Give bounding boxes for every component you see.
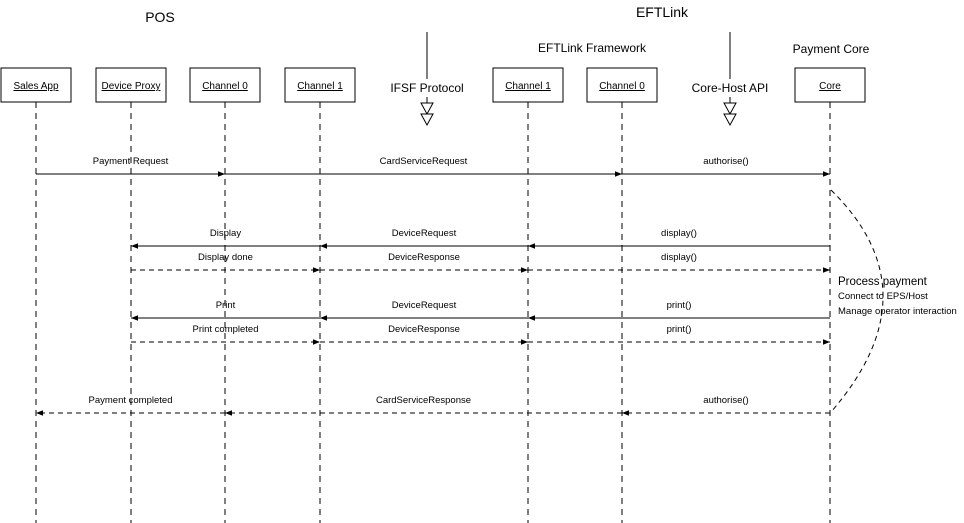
eft-channel-1-label: Channel 1 — [505, 81, 551, 92]
print-completed-label: Print completed — [192, 324, 258, 335]
device-response-display-label: DeviceResponse — [388, 252, 460, 263]
payment-request-label: Payment Request — [93, 156, 169, 167]
note-title: Process payment — [838, 276, 928, 288]
core-label: Core — [819, 81, 841, 92]
ifsf-protocol-label: IFSF Protocol — [390, 81, 463, 95]
core-box: Core — [794, 67, 866, 103]
device-proxy-box: Device Proxy — [95, 67, 167, 103]
lifelines — [35, 102, 831, 523]
pos-heading: POS — [145, 9, 175, 25]
sales-app-box: Sales App — [0, 67, 72, 103]
print-label: Print — [216, 300, 236, 311]
participant-boxes: Sales App Device Proxy Channel 0 Channel 1 C… — [0, 67, 866, 103]
payment-completed-label: Payment completed — [89, 395, 173, 406]
eft-channel-0-box: Channel 0 — [586, 67, 658, 103]
display-done-label: Display done — [198, 252, 253, 263]
display-call-label: display() — [661, 228, 697, 239]
eft-channel-1-box: Channel 1 — [492, 67, 564, 103]
print-return-label: print() — [667, 324, 692, 335]
ifsf-protocol-boundary: IFSF Protocol — [388, 32, 466, 127]
display-label: Display — [210, 228, 241, 239]
pos-channel-1-label: Channel 1 — [297, 81, 343, 92]
pos-channel-1-box: Channel 1 — [284, 67, 356, 103]
process-payment-note: Process payment Connect to EPS/Host Mana… — [830, 189, 957, 413]
note-line-connect: Connect to EPS/Host — [838, 291, 928, 302]
eft-channel-0-label: Channel 0 — [599, 81, 645, 92]
device-proxy-label: Device Proxy — [102, 81, 161, 92]
core-host-api-boundary: Core-Host API — [687, 32, 773, 127]
eftlink-framework-heading: EFTLink Framework — [538, 41, 647, 55]
sales-app-label: Sales App — [13, 81, 58, 92]
authorise-response-label: authorise() — [703, 395, 748, 406]
card-service-request-label: CardServiceRequest — [380, 156, 468, 167]
note-line-operator: Manage operator interaction — [838, 306, 957, 317]
process-payment-bracket — [830, 189, 884, 413]
print-call-label: print() — [667, 300, 692, 311]
device-response-print-label: DeviceResponse — [388, 324, 460, 335]
card-service-response-label: CardServiceResponse — [376, 395, 471, 406]
pos-channel-0-box: Channel 0 — [189, 67, 261, 103]
payment-core-heading: Payment Core — [793, 42, 870, 56]
eftlink-heading: EFTLink — [636, 4, 689, 20]
device-request-print-label: DeviceRequest — [392, 300, 457, 311]
core-host-api-label: Core-Host API — [692, 81, 769, 95]
authorise-request-label: authorise() — [703, 156, 748, 167]
device-request-display-label: DeviceRequest — [392, 228, 457, 239]
display-return-label: display() — [661, 252, 697, 263]
message-arrows: Payment Request CardServiceRequest authori… — [36, 156, 830, 416]
pos-channel-0-label: Channel 0 — [202, 81, 248, 92]
